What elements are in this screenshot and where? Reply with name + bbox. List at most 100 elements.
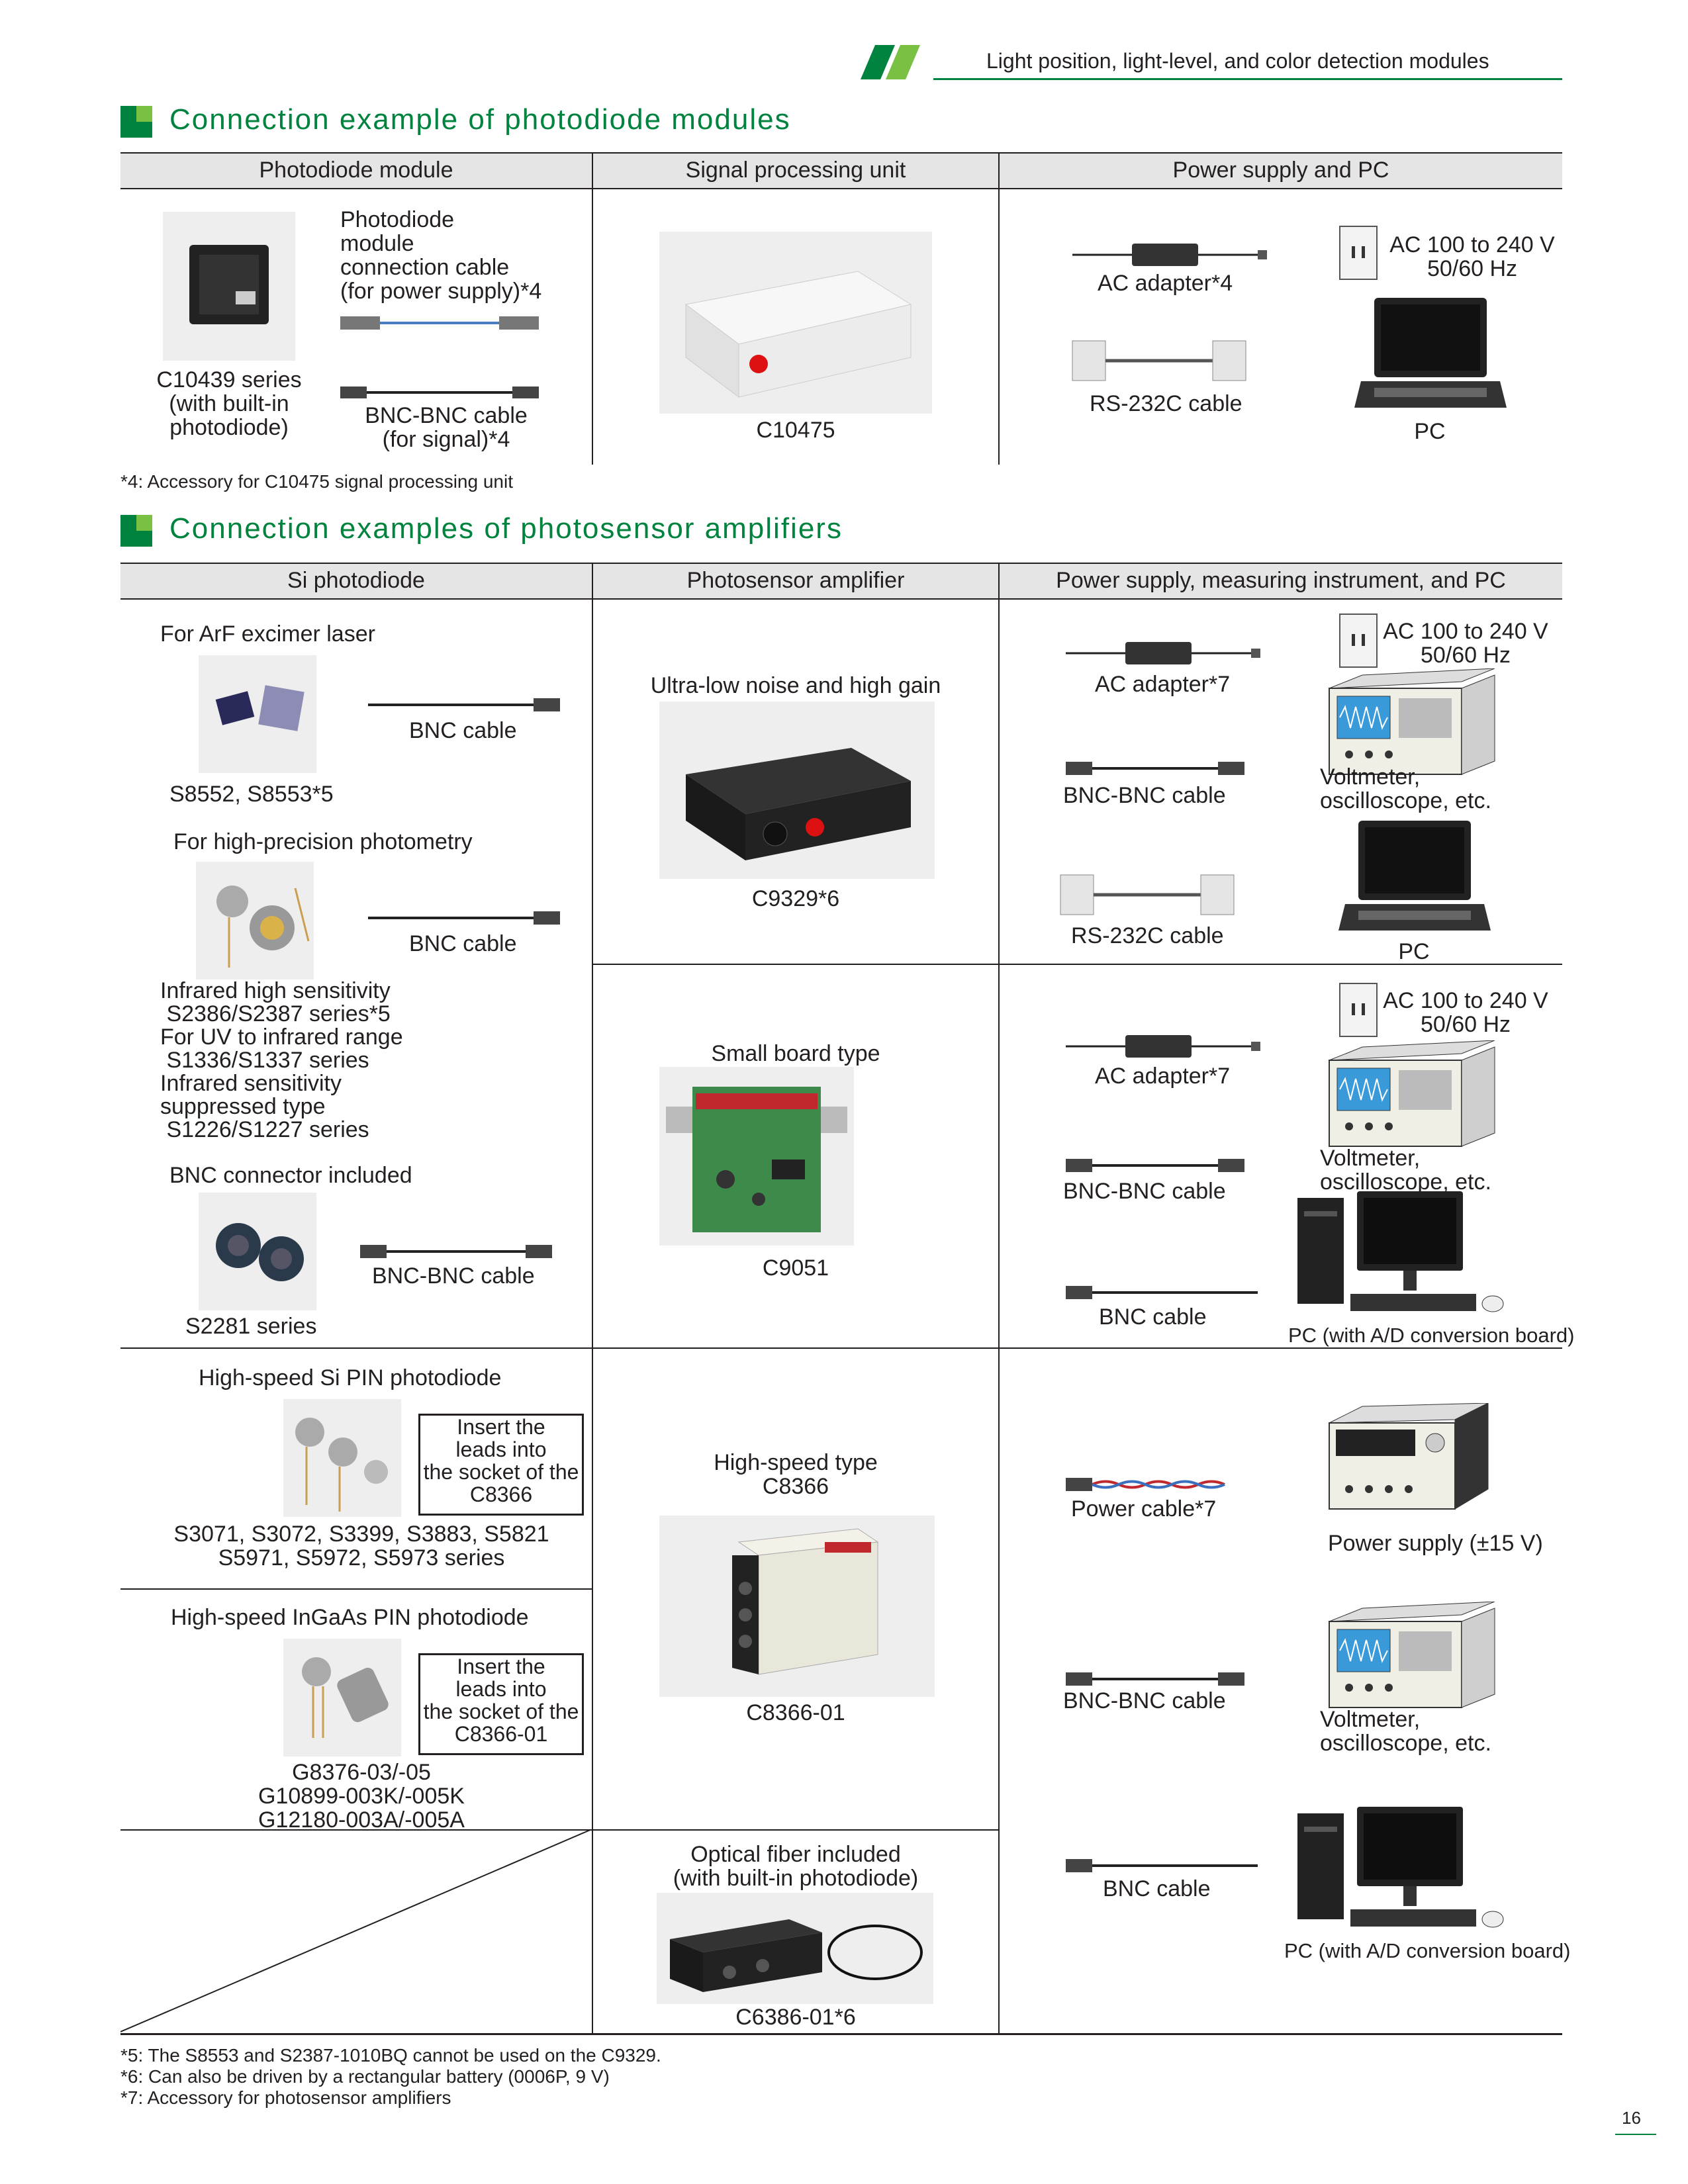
footnote: *4: Accessory for C10475 signal processi… bbox=[120, 471, 513, 492]
oscilloscope-icon bbox=[1323, 668, 1501, 781]
page-number: 16 bbox=[1622, 2108, 1641, 2128]
hp-photo bbox=[196, 862, 314, 979]
bnc-cable-icon bbox=[340, 383, 539, 402]
ac-adapter-label: AC adapter*7 bbox=[1095, 1064, 1231, 1089]
ingaas-models: G8376-03/-05 G10899-003K/-005K G12180-00… bbox=[258, 1760, 465, 1833]
rule bbox=[592, 154, 593, 465]
amp-photo bbox=[659, 702, 935, 879]
table-header-bg bbox=[120, 564, 1562, 598]
pc-label: PC bbox=[1414, 419, 1446, 444]
footnote: *6: Can also be driven by a rectangular … bbox=[120, 2066, 610, 2087]
ingaas-title: High-speed InGaAs PIN photodiode bbox=[171, 1605, 529, 1630]
ac-adapter-label: AC adapter*7 bbox=[1095, 672, 1231, 697]
page-number-rule bbox=[1615, 2134, 1656, 2135]
ac-outlet-label: AC 100 to 240 V 50/60 Hz bbox=[1383, 988, 1548, 1037]
ac-adapter-icon bbox=[1066, 1030, 1264, 1063]
column-header: Si photodiode bbox=[287, 568, 425, 593]
pc-ad-label: PC (with A/D conversion board) bbox=[1288, 1324, 1575, 1347]
bnc-bnc-label: BNC-BNC cable bbox=[372, 1263, 535, 1289]
arf-photo bbox=[199, 655, 316, 773]
hp-title: For high-precision photometry bbox=[173, 829, 473, 854]
rule bbox=[120, 1829, 998, 1831]
section-title: Connection example of photodiode modules bbox=[169, 103, 791, 136]
bnc-cable-label: BNC cable bbox=[1099, 1304, 1207, 1330]
bnc-bnc-label: BNC-BNC cable bbox=[1063, 783, 1226, 808]
rule bbox=[120, 152, 1562, 154]
oscilloscope-icon bbox=[1323, 1601, 1501, 1714]
rule bbox=[120, 563, 1562, 564]
rs232-cable-icon bbox=[1070, 334, 1248, 387]
oscilloscope-icon bbox=[1323, 1040, 1501, 1153]
conn-cable-icon bbox=[340, 310, 539, 336]
bnc-cable-icon bbox=[368, 696, 560, 713]
rule bbox=[120, 188, 1562, 189]
column-header: Photosensor amplifier bbox=[686, 568, 905, 593]
bnc-bnc-cable-icon bbox=[1066, 1670, 1244, 1688]
section-square-icon bbox=[120, 515, 152, 547]
outlet-icon bbox=[1338, 225, 1378, 281]
amp-photo bbox=[657, 1893, 933, 2004]
outlet-icon bbox=[1338, 982, 1378, 1038]
amp-title: Optical fiber included (with built-in ph… bbox=[673, 1842, 919, 1891]
bnc-bnc-cable-icon bbox=[1066, 1157, 1244, 1174]
bnc-bnc-label: BNC-BNC cable bbox=[1063, 1688, 1226, 1713]
desktop-pc-icon bbox=[1297, 1807, 1516, 1939]
bnc-bnc-cable-icon bbox=[360, 1243, 552, 1260]
module-photo bbox=[163, 212, 295, 361]
table-header-bg bbox=[120, 154, 1562, 188]
rule bbox=[120, 1588, 593, 1590]
ac-adapter-icon bbox=[1072, 238, 1271, 271]
rule bbox=[593, 964, 1562, 965]
unit-label: C10475 bbox=[756, 418, 835, 443]
footnote: *7: Accessory for photosensor amplifiers bbox=[120, 2087, 451, 2108]
outlet-icon bbox=[1338, 613, 1378, 668]
header-title: Light position, light-level, and color d… bbox=[986, 49, 1489, 73]
voltmeter-label: Voltmeter, oscilloscope, etc. bbox=[1320, 1707, 1491, 1756]
bnc-cable-icon bbox=[1066, 1857, 1258, 1874]
arf-title: For ArF excimer laser bbox=[160, 621, 375, 647]
unit-photo bbox=[659, 232, 932, 414]
bnc-conn-title: BNC connector included bbox=[169, 1163, 412, 1188]
arf-models: S8552, S8553*5 bbox=[169, 782, 334, 807]
header-stripes bbox=[861, 45, 933, 79]
voltmeter-label: Voltmeter, oscilloscope, etc. bbox=[1320, 764, 1491, 813]
amp-model: C8366-01 bbox=[746, 1700, 845, 1725]
power-supply-icon bbox=[1323, 1402, 1501, 1516]
rule bbox=[592, 564, 593, 2033]
column-header: Power supply and PC bbox=[1172, 158, 1389, 183]
amp-title: Ultra-low noise and high gain bbox=[650, 673, 941, 698]
section-title: Connection examples of photosensor ampli… bbox=[169, 512, 843, 545]
si-photo bbox=[283, 1399, 401, 1517]
pc-label: PC bbox=[1398, 939, 1430, 964]
power-cable-icon bbox=[1066, 1476, 1231, 1493]
power-cable-label: Power cable*7 bbox=[1071, 1496, 1217, 1522]
amp-photo bbox=[659, 1067, 854, 1246]
amp-title: Small board type bbox=[711, 1041, 880, 1066]
empty-cell-diagonal bbox=[120, 1829, 592, 2033]
arf-bnc-label: BNC cable bbox=[409, 718, 517, 743]
si-models: S3071, S3072, S3399, S3883, S5821 S5971,… bbox=[173, 1522, 549, 1570]
bnc-cable-label: BNC cable bbox=[1103, 1876, 1211, 1901]
series-text: Infrared high sensitivity S2386/S2387 se… bbox=[160, 978, 403, 1142]
amp-model: C9329*6 bbox=[751, 886, 840, 911]
conn-cable-label: Photodiode module connection cable (for … bbox=[340, 207, 542, 304]
power-supply-label: Power supply (±15 V) bbox=[1328, 1531, 1543, 1556]
footnote: *5: The S8553 and S2387-1010BQ cannot be… bbox=[120, 2045, 661, 2066]
rule bbox=[120, 2033, 1562, 2035]
column-header: Power supply, measuring instrument, and … bbox=[1056, 568, 1506, 593]
voltmeter-label: Voltmeter, oscilloscope, etc. bbox=[1320, 1146, 1491, 1195]
rule bbox=[120, 1347, 1562, 1349]
rule bbox=[120, 598, 1562, 600]
rs232-cable-icon bbox=[1058, 868, 1237, 921]
ingaas-insert-note: Insert the leads into the socket of the … bbox=[418, 1653, 584, 1755]
header-rule bbox=[933, 78, 1562, 80]
amp-title: High-speed type C8366 bbox=[714, 1450, 878, 1499]
module-label: C10439 series (with built-in photodiode) bbox=[156, 367, 302, 440]
column-header: Signal processing unit bbox=[685, 158, 906, 183]
bnc-cable-icon bbox=[368, 909, 560, 927]
column-header: Photodiode module bbox=[259, 158, 453, 183]
hp-bnc-label: BNC cable bbox=[409, 931, 517, 956]
ac-adapter-icon bbox=[1066, 637, 1264, 670]
bnc-bnc-label: BNC-BNC cable (for signal)*4 bbox=[365, 403, 528, 452]
laptop-icon bbox=[1338, 818, 1491, 937]
